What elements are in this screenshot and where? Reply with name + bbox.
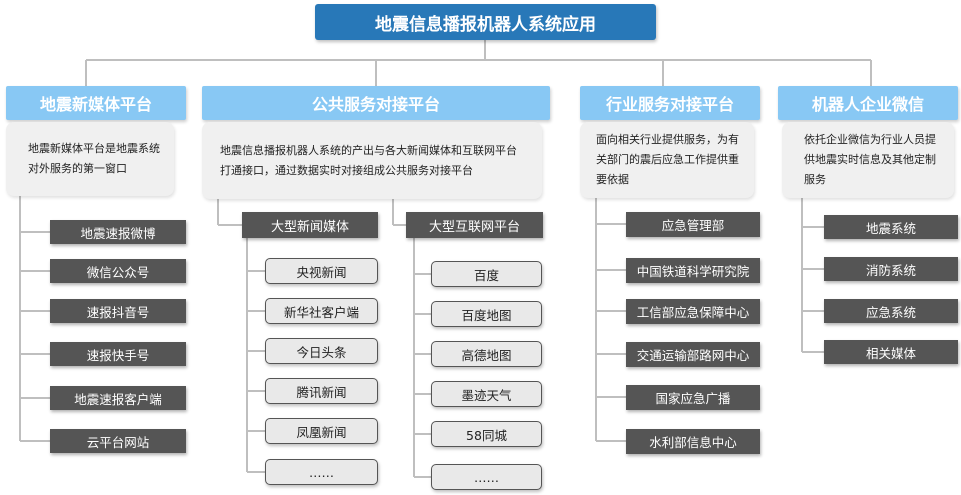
item-ifeng-news: 凤凰新闻 [265, 418, 378, 444]
item-amap: 高德地图 [431, 341, 542, 367]
group-heading-news-media: 大型新闻媒体 [242, 212, 378, 238]
item-kuaishou: 速报快手号 [50, 342, 186, 366]
item-earthquake-app: 地震速报客户端 [50, 386, 186, 410]
item-emergency-ministry: 应急管理部 [626, 212, 760, 237]
item-earthquake-system: 地震系统 [824, 215, 958, 239]
item-douyin: 速报抖音号 [50, 299, 186, 323]
item-moji-weather: 墨迹天气 [431, 381, 542, 407]
item-toutiao: 今日头条 [265, 338, 378, 364]
item-water-info-center: 水利部信息中心 [626, 429, 760, 454]
item-fire-system: 消防系统 [824, 257, 958, 281]
item-internet-more: …… [431, 464, 542, 490]
item-earthquake-weibo: 地震速报微博 [50, 220, 186, 244]
item-miit-emergency: 工信部应急保障中心 [626, 299, 760, 324]
item-railway-academy: 中国铁道科学研究院 [626, 258, 760, 283]
category-heading-wecom-robot: 机器人企业微信 [778, 86, 958, 120]
item-emergency-system: 应急系统 [824, 299, 958, 323]
diagram-title: 地震信息播报机器人系统应用 [315, 4, 656, 40]
category-heading-new-media: 地震新媒体平台 [6, 86, 186, 120]
item-cctv-news: 央视新闻 [265, 258, 378, 284]
item-road-network-center: 交通运输部路网中心 [626, 342, 760, 367]
category-description-wecom-robot: 依托企业微信为行业人员提供地震实时信息及其他定制服务 [782, 122, 954, 198]
item-58-tongcheng: 58同城 [431, 421, 542, 447]
item-tencent-news: 腾讯新闻 [265, 378, 378, 404]
category-heading-public-service: 公共服务对接平台 [202, 86, 550, 120]
category-description-public-service: 地震信息播报机器人系统的产出与各大新闻媒体和互联网平台打通接口，通过数据实时对接… [202, 122, 542, 199]
item-news-more: …… [265, 459, 378, 485]
item-baidu: 百度 [431, 261, 542, 287]
group-heading-internet-platforms: 大型互联网平台 [406, 212, 543, 238]
category-heading-industry-service: 行业服务对接平台 [580, 86, 760, 120]
item-baidu-map: 百度地图 [431, 301, 542, 327]
item-cloud-website: 云平台网站 [50, 429, 186, 453]
item-xinhua-app: 新华社客户端 [265, 298, 378, 324]
item-emergency-broadcast: 国家应急广播 [626, 385, 760, 410]
category-description-new-media: 地震新媒体平台是地震系统对外服务的第一窗口 [6, 122, 174, 196]
item-related-media: 相关媒体 [824, 340, 958, 364]
item-wechat-official: 微信公众号 [50, 259, 186, 283]
category-description-industry-service: 面向相关行业提供服务，为有关部门的震后应急工作提供重要依据 [580, 122, 754, 198]
